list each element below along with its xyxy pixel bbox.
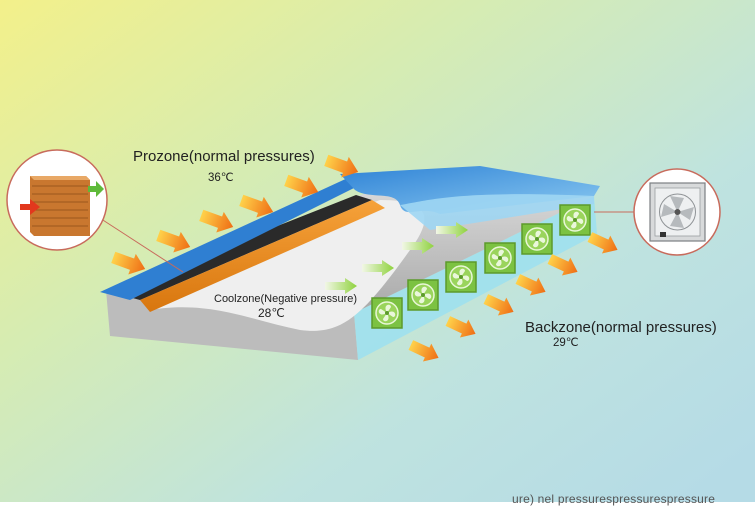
interior-floor bbox=[150, 200, 425, 331]
exhaust-air-arrow-icon bbox=[481, 290, 518, 321]
cooling-pad-detail bbox=[6, 149, 108, 251]
prozone-temperature: 36℃ bbox=[208, 172, 234, 184]
backzone-temperature: 29℃ bbox=[553, 337, 579, 349]
fan-icon bbox=[371, 297, 403, 329]
cooling-pad-icon bbox=[20, 176, 104, 236]
fan-icon bbox=[407, 279, 439, 311]
exhaust-fan-detail bbox=[633, 168, 721, 256]
coolzone-label: Coolzone(Negative pressure) bbox=[214, 293, 358, 305]
roof-fold bbox=[400, 194, 594, 230]
roof-left bbox=[100, 176, 370, 300]
pad-callout-line bbox=[91, 212, 184, 273]
backzone-label: Backzone(normal pressures) bbox=[525, 319, 717, 336]
fan-icon bbox=[559, 204, 591, 236]
footer-text: ure) nel pressurespressurespressure bbox=[512, 492, 716, 506]
exhaust-air-arrow-icon bbox=[443, 312, 480, 343]
exhaust-fan-icon bbox=[649, 182, 706, 242]
exhaust-air-arrow-icon bbox=[406, 336, 443, 367]
prozone-label: Prozone(normal pressures) bbox=[133, 148, 315, 165]
fan-icon bbox=[484, 242, 516, 274]
fan-icon bbox=[445, 261, 477, 293]
coolzone-temperature: 28℃ bbox=[258, 306, 285, 320]
cooling-pad bbox=[140, 200, 385, 312]
fan-icon bbox=[521, 223, 553, 255]
